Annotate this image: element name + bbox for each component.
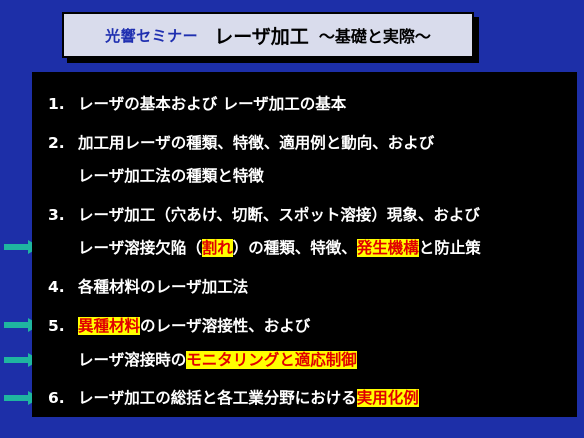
item-text: 各種材料のレーザ加工法 <box>78 278 249 296</box>
title-box: 光響セミナー レーザ加工 ～基礎と実際～ <box>62 12 474 58</box>
item-text: レーザ溶接時の <box>78 351 187 369</box>
highlight-text: 発生機構 <box>356 239 419 257</box>
list-item-3: 3. レーザ加工（穴あけ、切断、スポット溶接）現象、および <box>48 205 480 225</box>
list-item-2-cont: レーザ加工法の種類と特徴 <box>48 166 264 186</box>
list-item-1: 1. レーザの基本および レーザ加工の基本 <box>48 94 346 114</box>
seminar-subtitle: ～基礎と実際～ <box>318 27 431 46</box>
highlight-text: 割れ <box>201 239 233 257</box>
right-arrow-icon <box>4 318 40 332</box>
item-text: 加工用レーザの種類、特徴、適用例と動向、および <box>78 134 435 152</box>
right-arrow-icon <box>4 353 40 367</box>
item-text: のレーザ溶接性、および <box>140 317 311 335</box>
list-item-4: 4. 各種材料のレーザ加工法 <box>48 277 248 297</box>
item-number: 2. <box>48 134 65 152</box>
item-text: レーザ加工法の種類と特徴 <box>78 167 264 185</box>
item-number: 3. <box>48 206 65 224</box>
item-text: レーザ加工の総括と各工業分野における <box>78 389 357 407</box>
list-item-5: 5. 異種材料のレーザ溶接性、および <box>48 316 310 336</box>
list-item-6: 6. レーザ加工の総括と各工業分野における実用化例 <box>48 388 419 408</box>
item-text: と防止策 <box>418 239 481 257</box>
list-item-3-cont: レーザ溶接欠陥（割れ）の種類、特徴、発生機構と防止策 <box>48 238 481 258</box>
item-text: ）の種類、特徴、 <box>232 239 357 257</box>
item-text: レーザ加工（穴あけ、切断、スポット溶接）現象、および <box>78 206 480 224</box>
item-text: レーザ溶接欠陥（ <box>78 239 202 257</box>
seminar-org: 光響セミナー <box>105 26 199 45</box>
item-number: 5. <box>48 317 65 335</box>
item-number: 6. <box>48 389 65 407</box>
right-arrow-icon <box>4 391 40 405</box>
list-item-5-cont: レーザ溶接時のモニタリングと適応制御 <box>48 350 357 370</box>
highlight-text: 実用化例 <box>356 389 419 407</box>
highlight-text: 異種材料 <box>78 317 141 335</box>
item-text: レーザの基本および レーザ加工の基本 <box>78 95 347 113</box>
right-arrow-icon <box>4 240 40 254</box>
item-number: 1. <box>48 95 65 113</box>
list-item-2: 2. 加工用レーザの種類、特徴、適用例と動向、および <box>48 133 434 153</box>
highlight-text: モニタリングと適応制御 <box>186 351 357 369</box>
seminar-title: レーザ加工 <box>214 25 309 48</box>
item-number: 4. <box>48 278 65 296</box>
